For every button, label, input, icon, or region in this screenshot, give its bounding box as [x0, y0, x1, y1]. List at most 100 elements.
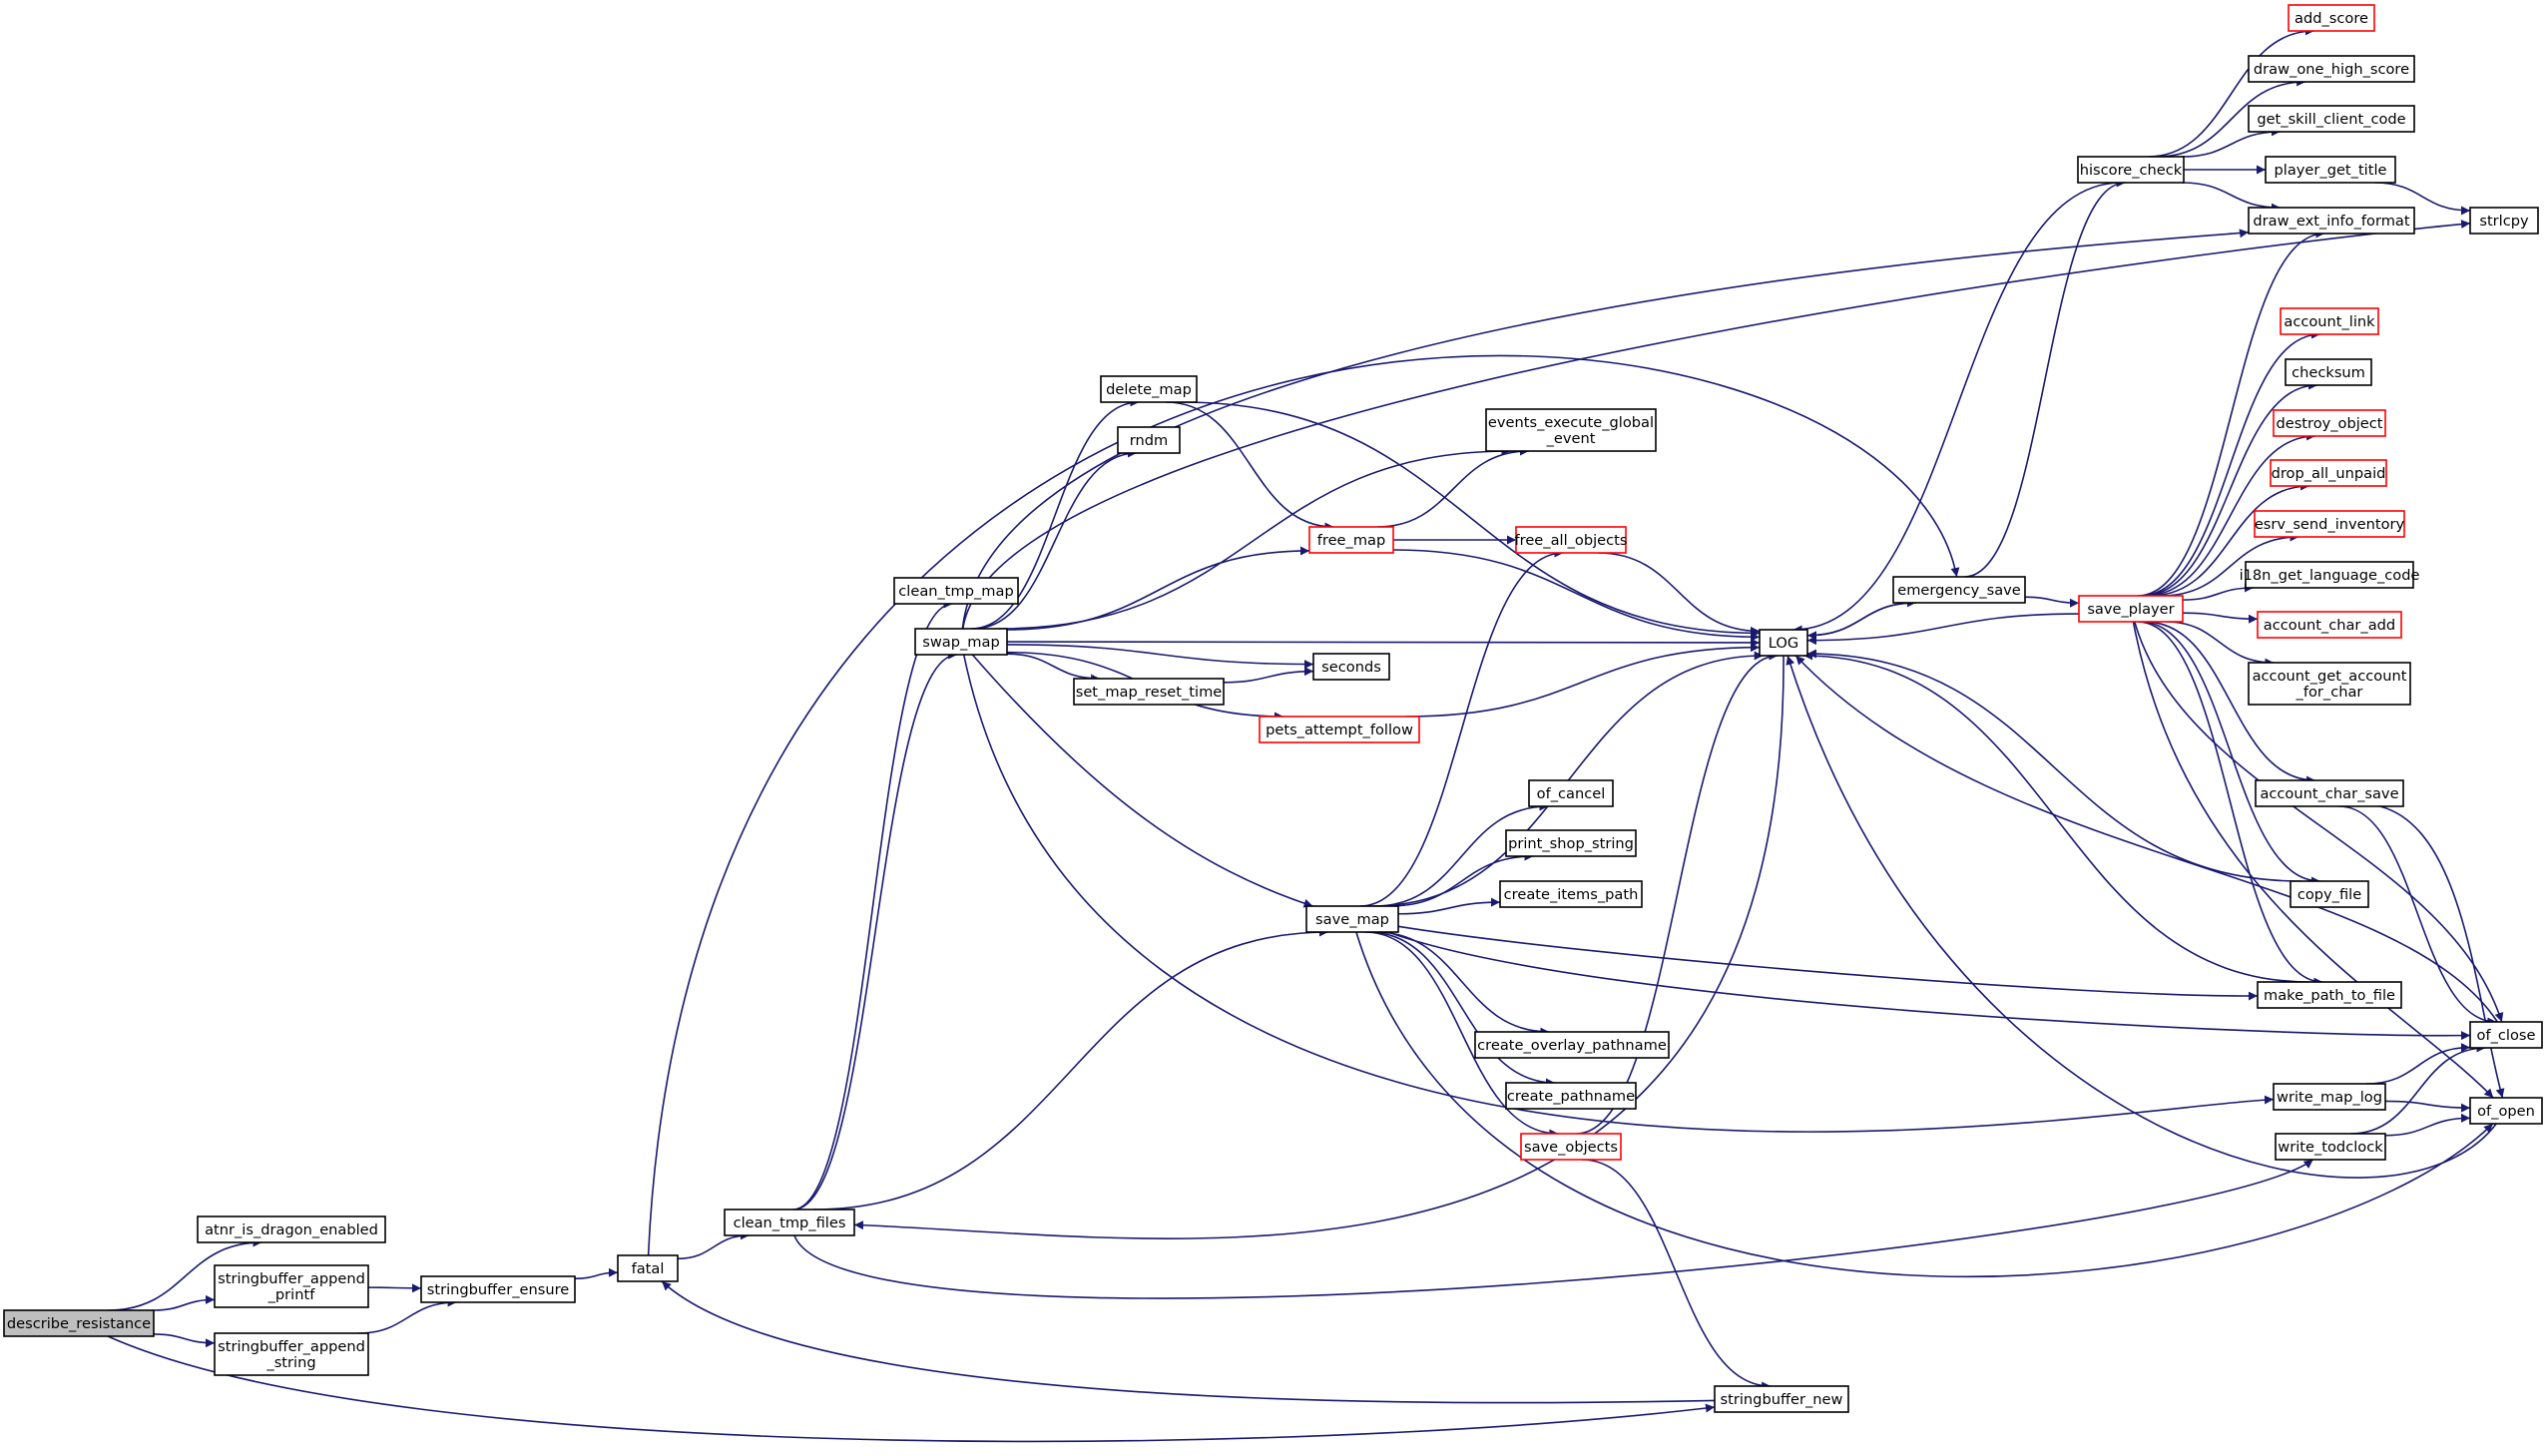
node-save_objects[interactable]: save_objects	[1520, 1133, 1622, 1161]
edge-save_player-to-draw_ext_info_format	[2137, 229, 2325, 597]
edge-clean_tmp_files-to-write_todclock	[793, 1159, 2314, 1299]
node-esrv_send_inventory[interactable]: esrv_send_inventory	[2254, 510, 2405, 538]
node-label: save_objects	[1524, 1139, 1618, 1156]
node-box	[2270, 459, 2387, 487]
node-hiscore_check[interactable]: hiscore_check	[2077, 156, 2185, 184]
node-stringbuffer_append_string[interactable]: stringbuffer_append_string	[214, 1332, 369, 1376]
node-box	[1515, 526, 1627, 554]
node-label: get_skill_client_code	[2257, 111, 2405, 128]
node-LOG[interactable]: LOG	[1759, 629, 1808, 657]
node-write_map_log[interactable]: write_map_log	[2273, 1083, 2386, 1111]
node-draw_ext_info_format[interactable]: draw_ext_info_format	[2248, 207, 2415, 235]
node-swap_map[interactable]: swap_map	[914, 628, 1008, 656]
node-describe_resistance[interactable]: describe_resistance	[3, 1309, 155, 1337]
node-label: account_link	[2284, 313, 2375, 330]
node-emergency_save[interactable]: emergency_save	[1892, 576, 2026, 604]
node-account_get_account_for_char[interactable]: account_get_account_for_char	[2248, 662, 2411, 706]
node-box	[2248, 105, 2415, 133]
node-box	[1505, 1082, 1637, 1110]
edge-save_player-to-LOG	[1806, 613, 2080, 646]
node-label: free_map	[1317, 532, 1386, 549]
node-account_link[interactable]: account_link	[2280, 307, 2379, 335]
node-box	[1100, 375, 1198, 403]
node-pets_attempt_follow[interactable]: pets_attempt_follow	[1259, 716, 1420, 743]
node-label: events_execute_global	[1488, 414, 1654, 431]
node-label: atnr_is_dragon_enabled	[205, 1221, 378, 1238]
node-delete_map[interactable]: delete_map	[1100, 375, 1198, 403]
node-make_path_to_file[interactable]: make_path_to_file	[2257, 981, 2402, 1009]
node-box	[2248, 662, 2411, 706]
node-i18n_get_language_code[interactable]: i18n_get_language_code	[2240, 561, 2420, 589]
node-create_items_path[interactable]: create_items_path	[1499, 880, 1643, 908]
node-box	[1117, 426, 1181, 454]
edge-emergency_save-to-hiscore_check	[1964, 178, 2126, 578]
edge-swap_map-to-rndm	[973, 448, 1137, 630]
node-get_skill_client_code[interactable]: get_skill_client_code	[2248, 105, 2415, 133]
node-rndm[interactable]: rndm	[1117, 426, 1181, 454]
node-drop_all_unpaid[interactable]: drop_all_unpaid	[2270, 459, 2387, 487]
node-of_cancel[interactable]: of_cancel	[1528, 779, 1614, 807]
node-label: stringbuffer_ensure	[427, 1281, 569, 1298]
node-checksum[interactable]: checksum	[2285, 358, 2372, 386]
node-destroy_object[interactable]: destroy_object	[2273, 409, 2386, 437]
node-box	[914, 628, 1008, 656]
node-copy_file[interactable]: copy_file	[2290, 880, 2369, 908]
node-stringbuffer_append_printf[interactable]: stringbuffer_append_printf	[214, 1264, 369, 1308]
node-create_overlay_pathname[interactable]: create_overlay_pathname	[1474, 1031, 1670, 1059]
node-add_score[interactable]: add_score	[2288, 4, 2375, 32]
node-box	[2255, 779, 2404, 807]
edge-free_map-to-events_execute_global_event	[1376, 446, 1530, 528]
node-player_get_title[interactable]: player_get_title	[2265, 156, 2396, 184]
node-box	[1073, 678, 1225, 706]
node-clean_tmp_map[interactable]: clean_tmp_map	[893, 577, 1019, 605]
edge-save_player-to-account_link	[2139, 329, 2321, 597]
edge-clean_tmp_files-to-swap_map	[792, 650, 958, 1211]
edge-save_player-to-esrv_send_inventory	[2161, 532, 2299, 597]
node-clean_tmp_files[interactable]: clean_tmp_files	[724, 1209, 855, 1236]
node-label: account_char_save	[2260, 785, 2398, 802]
edge-save_player-to-destroy_object	[2144, 431, 2316, 597]
node-print_shop_string[interactable]: print_shop_string	[1505, 829, 1637, 857]
node-free_map[interactable]: free_map	[1308, 526, 1394, 554]
node-save_player[interactable]: save_player	[2078, 595, 2184, 623]
edge-save_map-to-of_cancel	[1374, 801, 1549, 907]
node-label: clean_tmp_files	[734, 1214, 846, 1231]
edge-describe_resistance-to-stringbuffer_new	[107, 1335, 1716, 1443]
edge-swap_map-to-seconds	[1006, 644, 1314, 670]
node-atnr_is_dragon_enabled[interactable]: atnr_is_dragon_enabled	[197, 1215, 386, 1243]
node-events_execute_global_event[interactable]: events_execute_global_event	[1485, 408, 1657, 452]
edge-save_map-to-free_all_objects	[1359, 548, 1564, 907]
node-account_char_save[interactable]: account_char_save	[2255, 779, 2404, 807]
edge-describe_resistance-to-stringbuffer_append_printf	[153, 1294, 216, 1311]
node-label: write_todclock	[2278, 1139, 2383, 1156]
node-of_close[interactable]: of_close	[2469, 1021, 2543, 1049]
edge-describe_resistance-to-stringbuffer_append_string	[153, 1333, 216, 1348]
node-label: esrv_send_inventory	[2255, 516, 2405, 533]
node-free_all_objects[interactable]: free_all_objects	[1515, 526, 1628, 554]
node-label: checksum	[2292, 364, 2365, 381]
node-create_pathname[interactable]: create_pathname	[1505, 1082, 1637, 1110]
node-stringbuffer_ensure[interactable]: stringbuffer_ensure	[420, 1275, 576, 1303]
node-box	[2248, 55, 2415, 83]
node-box	[2254, 510, 2405, 538]
node-label: _printf	[267, 1286, 316, 1303]
node-seconds[interactable]: seconds	[1312, 653, 1390, 681]
node-strlcpy[interactable]: strlcpy	[2469, 207, 2539, 235]
node-write_todclock[interactable]: write_todclock	[2275, 1133, 2386, 1161]
edge-save_map-to-make_path_to_file	[1397, 925, 2259, 1001]
node-set_map_reset_time[interactable]: set_map_reset_time	[1073, 678, 1225, 706]
node-fatal[interactable]: fatal	[617, 1254, 679, 1282]
node-label: rndm	[1130, 432, 1168, 449]
node-of_open[interactable]: of_open	[2469, 1097, 2543, 1125]
edge-stringbuffer_append_printf-to-stringbuffer_ensure	[367, 1283, 422, 1293]
node-stringbuffer_new[interactable]: stringbuffer_new	[1714, 1385, 1849, 1413]
node-draw_one_high_score[interactable]: draw_one_high_score	[2248, 55, 2415, 83]
node-box	[2469, 207, 2539, 235]
node-box	[2078, 595, 2184, 623]
edge-account_char_save-to-of_open	[2379, 805, 2505, 1099]
edge-describe_resistance-to-atnr_is_dragon_enabled	[108, 1237, 262, 1311]
node-box	[2275, 1133, 2386, 1161]
edge-save_map-to-print_shop_string	[1389, 851, 1534, 907]
node-save_map[interactable]: save_map	[1305, 905, 1399, 933]
node-account_char_add[interactable]: account_char_add	[2257, 611, 2402, 639]
